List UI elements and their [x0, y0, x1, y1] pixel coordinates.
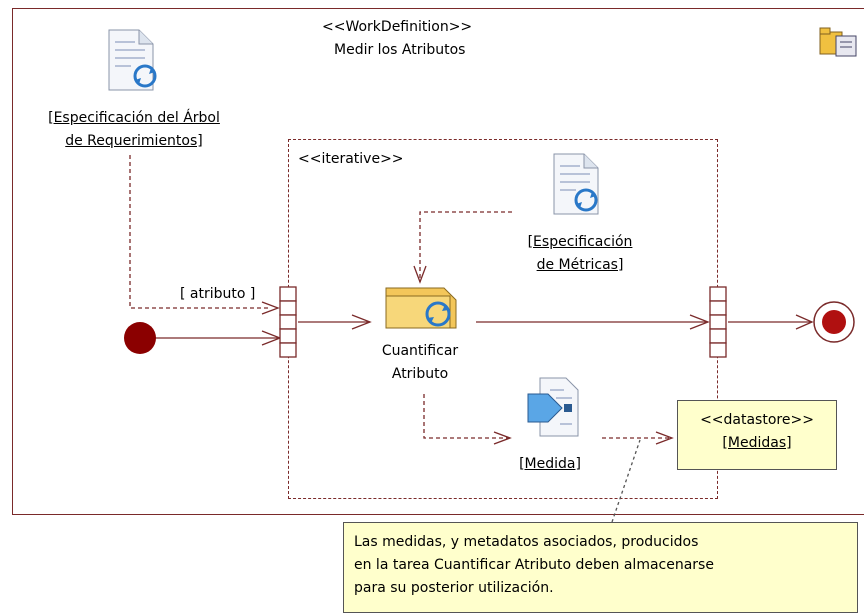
- iterative-region: [288, 139, 718, 499]
- iterative-label: <<iterative>>: [298, 151, 404, 167]
- task-label-1[interactable]: Cuantificar: [381, 343, 459, 359]
- output-document-arrow-icon: [527, 377, 579, 437]
- note-line-2: en la tarea Cuantificar Atributo deben a…: [354, 557, 714, 573]
- datastore-label: [Medidas]: [722, 435, 792, 451]
- task-folder-cycle-icon[interactable]: [384, 282, 464, 332]
- metricas-doc-label-2[interactable]: de Métricas]: [536, 257, 624, 273]
- datastore-node[interactable]: [677, 400, 837, 470]
- datastore-stereotype: <<datastore>>: [700, 412, 814, 428]
- note-line-3: para su posterior utilización.: [354, 580, 554, 596]
- comment-note: Las medidas, y metadatos asociados, prod…: [343, 522, 858, 613]
- document-cycle-icon: [108, 29, 157, 91]
- arbol-doc-label-2[interactable]: de Requerimientos]: [65, 133, 203, 149]
- document-cycle-icon: [553, 153, 599, 215]
- guard-label: [ atributo ]: [180, 286, 256, 302]
- diagram-title: Medir los Atributos: [334, 42, 466, 58]
- work-definition-frame: [12, 8, 864, 515]
- medida-label[interactable]: [Medida]: [519, 456, 581, 472]
- stereotype-label: <<WorkDefinition>>: [322, 19, 473, 35]
- metricas-doc-label-1[interactable]: [Especificación: [527, 234, 633, 250]
- package-icon: [819, 27, 857, 57]
- task-label-2[interactable]: Atributo: [391, 366, 449, 382]
- note-line-1: Las medidas, y metadatos asociados, prod…: [354, 534, 699, 550]
- arbol-doc-label-1[interactable]: [Especificación del Árbol: [48, 110, 220, 126]
